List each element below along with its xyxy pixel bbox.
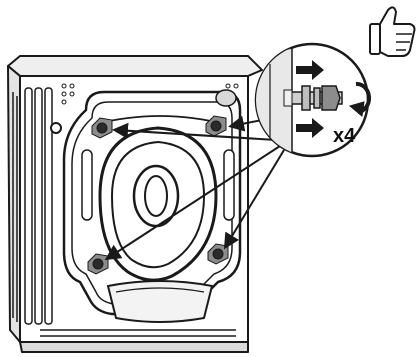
bolt-count-label: x4 [333,125,355,148]
machine-top-panel [8,56,262,76]
drum-hub-inner [145,176,167,216]
machine-side-panel [8,66,20,342]
washing-machine-rear [8,56,262,352]
hose-connector [51,123,61,133]
left-slot [82,150,92,220]
zoom-bolt-washer [314,88,320,108]
top-right-knob [216,90,236,106]
right-slot [224,150,234,220]
machine-base [20,342,248,352]
zoom-bolt-head [322,86,340,110]
lower-scoop [108,281,212,322]
zoom-spring [284,90,292,106]
thumbs-up-icon [370,7,415,56]
zoom-bolt-collar [302,86,310,110]
